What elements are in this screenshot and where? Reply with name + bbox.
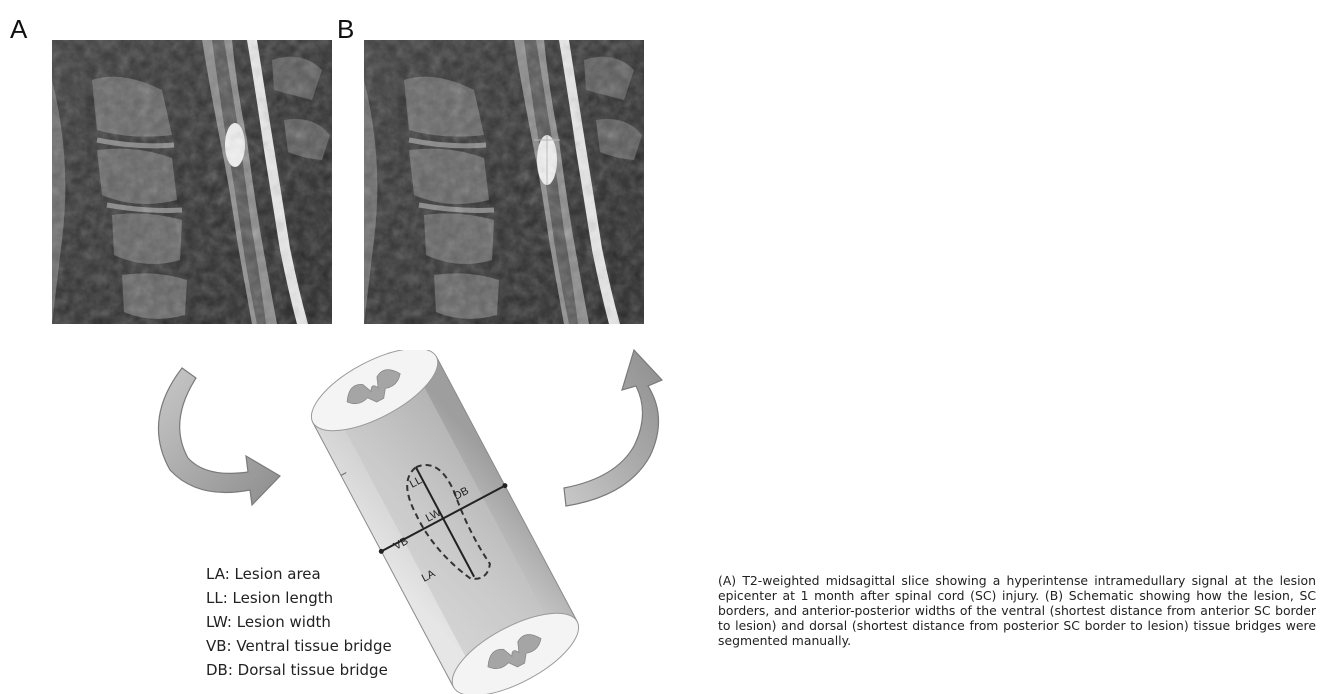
abbreviation-legend: LA: Lesion area LL: Lesion length LW: Le… — [206, 562, 392, 682]
legend-item: VB: Ventral tissue bridge — [206, 634, 392, 658]
panel-label-b: B — [337, 14, 354, 45]
legend-item: DB: Dorsal tissue bridge — [206, 658, 392, 682]
figure-caption: (A) T2-weighted midsagittal slice showin… — [718, 573, 1316, 648]
mri-image-b — [364, 40, 644, 324]
legend-item: LL: Lesion length — [206, 586, 392, 610]
panel-label-a: A — [10, 14, 27, 45]
legend-item: LA: Lesion area — [206, 562, 392, 586]
legend-item: LW: Lesion width — [206, 610, 392, 634]
curved-arrow-left-icon — [140, 360, 300, 520]
mri-image-a — [52, 40, 332, 324]
